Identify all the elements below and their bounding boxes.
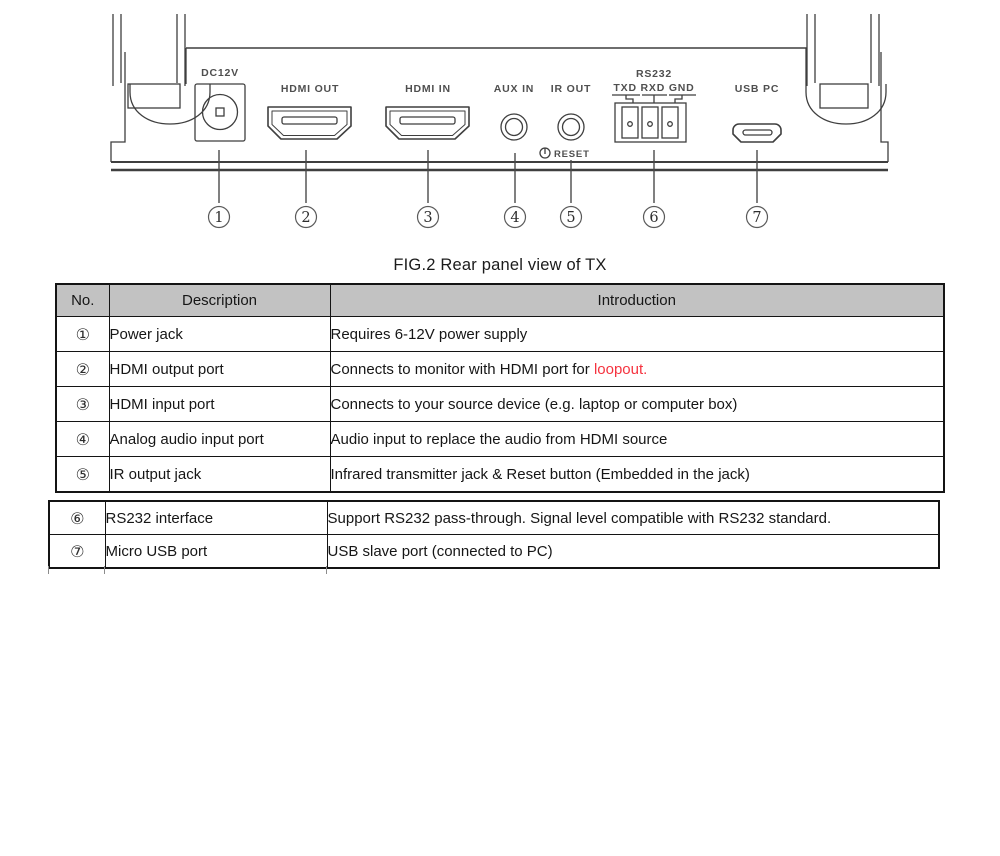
row-introduction: USB slave port (connected to PC) [326,534,940,569]
hdmi-out-port [267,106,352,140]
row-description: RS232 interface [104,500,328,535]
dc-power-jack [194,83,246,142]
callout-2: 2 [301,210,310,226]
table-border-stub [326,566,327,574]
row-number: ① [55,316,110,352]
reset-label: RESET [554,149,590,160]
table-row: ⑤ IR output jack Infrared transmitter ja… [55,456,945,493]
table-row: ④ Analog audio input port Audio input to… [55,421,945,457]
ir-out-jack [557,113,585,141]
row-introduction: Infrared transmitter jack & Reset button… [329,456,945,493]
intro-text: Connects to monitor with HDMI port for [330,360,594,378]
row-introduction: Audio input to replace the audio from HD… [329,421,945,457]
row-introduction: Connects to monitor with HDMI port for l… [329,351,945,387]
row-number: ⑥ [48,500,106,535]
header-no: No. [55,283,110,317]
callout-1: 1 [214,210,223,226]
callout-5: 5 [566,210,575,226]
chassis-outline [110,47,889,172]
right-antenna [805,14,887,125]
row-number: ③ [55,386,110,422]
figure-caption: FIG.2 Rear panel view of TX [393,256,607,274]
row-number: ② [55,351,110,387]
callout-6: 6 [649,210,658,226]
callout-4: 4 [510,210,519,226]
row-introduction: Support RS232 pass-through. Signal level… [326,500,940,535]
rear-panel-figure: DC12V HDMI OUT HDMI IN AUX IN IR OUT RS2… [110,14,889,229]
callout-numbers: 1 2 3 4 5 6 7 [207,205,769,229]
table-row: ② HDMI output port Connects to monitor w… [55,351,945,387]
hdmi-out-label: HDMI OUT [281,83,339,95]
row-description: Micro USB port [104,534,328,569]
row-description: HDMI input port [108,386,331,422]
left-antenna [112,14,211,125]
usb-pc-label: USB PC [735,83,779,95]
reset-icon [539,147,551,159]
table-row: ① Power jack Requires 6-12V power supply [55,316,945,352]
ports-table-continued: ⑥ RS232 interface Support RS232 pass-thr… [48,500,940,569]
micro-usb-port [732,123,782,143]
port-labels: DC12V HDMI OUT HDMI IN AUX IN IR OUT RS2… [201,67,779,160]
intro-highlight-red: loopout. [593,360,648,378]
rs232-pins-label: TXD RXD GND [613,82,694,94]
row-number: ⑦ [48,534,106,569]
row-introduction: Requires 6-12V power supply [329,316,945,352]
row-description: HDMI output port [108,351,331,387]
table-border-stub [48,566,49,574]
table-row: ⑦ Micro USB port USB slave port (connect… [48,534,940,569]
table-row: ③ HDMI input port Connects to your sourc… [55,386,945,422]
ir-out-label: IR OUT [551,83,591,95]
row-number: ⑤ [55,456,110,493]
row-description: Analog audio input port [108,421,331,457]
dc12v-label: DC12V [201,67,239,79]
rs232-terminal-block [612,94,696,143]
table-header-row: No. Description Introduction [55,283,945,317]
table-border-stub [104,566,105,574]
rs232-label: RS232 [636,68,672,80]
row-number: ④ [55,421,110,457]
aux-in-jack [500,113,528,141]
header-introduction: Introduction [329,283,945,317]
row-introduction: Connects to your source device (e.g. lap… [329,386,945,422]
row-description: Power jack [108,316,331,352]
callout-lines [218,150,758,203]
row-description: IR output jack [108,456,331,493]
hdmi-in-port [385,106,470,140]
callout-7: 7 [752,210,761,226]
callout-3: 3 [423,210,432,226]
header-description: Description [108,283,331,317]
aux-in-label: AUX IN [494,83,534,95]
ports-table: No. Description Introduction ① Power jac… [55,283,945,493]
table-row: ⑥ RS232 interface Support RS232 pass-thr… [48,500,940,535]
hdmi-in-label: HDMI IN [405,83,451,95]
